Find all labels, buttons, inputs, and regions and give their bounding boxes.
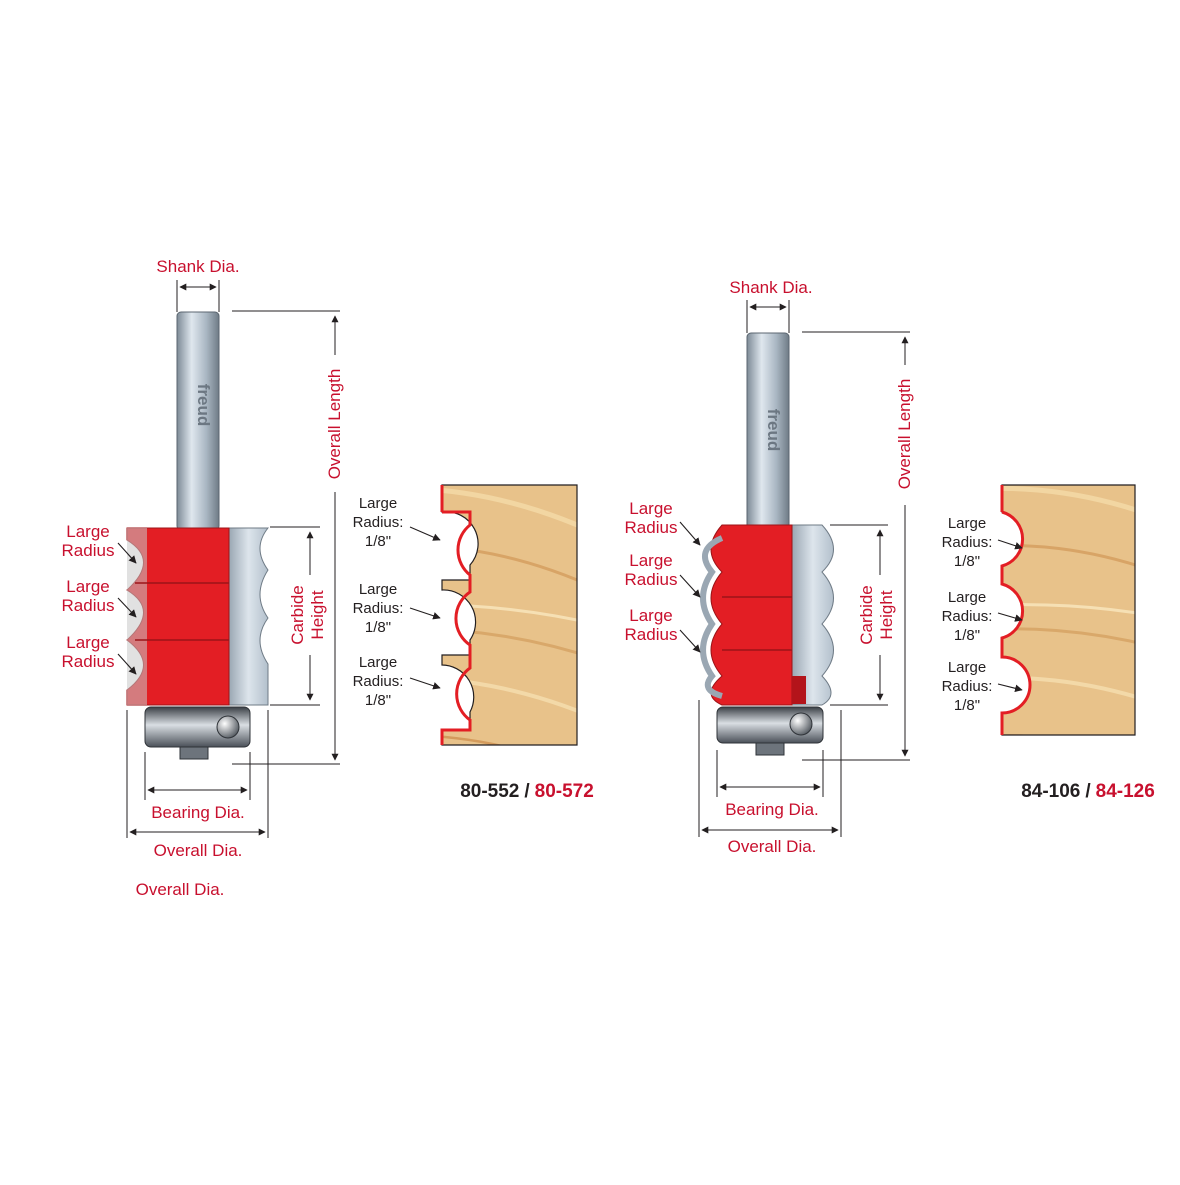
left-overall-dia-label: Overall Dia. <box>154 841 243 860</box>
right-callout-2c: 1/8" <box>954 627 980 644</box>
right-wood-profile <box>1000 484 1136 736</box>
right-router-bit: freud <box>700 332 834 756</box>
left-callout-3a: Large <box>359 654 397 671</box>
right-callout-1b: Radius: <box>942 534 993 551</box>
right-callout-1c: 1/8" <box>954 553 980 570</box>
right-carbide-edge <box>700 535 724 699</box>
right-shank-dia-label: Shank Dia. <box>729 278 812 297</box>
left-part-numbers: 80-552/80-572 <box>460 781 594 802</box>
right-callout-2b: Radius: <box>942 608 993 625</box>
right-part-red: 84-126 <box>1096 781 1155 802</box>
left-callout-3b: Radius: <box>353 673 404 690</box>
left-part-black: 80-552 <box>460 781 519 802</box>
right-profile-callouts: Large Radius: 1/8" Large Radius: 1/8" La… <box>942 515 1023 714</box>
right-radius-label-2a: Large <box>629 551 672 570</box>
left-radius-label-2a: Large <box>66 577 109 596</box>
right-carbide-label-1: Carbide <box>857 585 876 645</box>
right-part-numbers: 84-106/84-126 <box>1021 781 1155 802</box>
left-carbide-label-2: Height <box>308 590 327 639</box>
left-bearing-screw <box>179 746 209 760</box>
right-radius-label-3a: Large <box>629 606 672 625</box>
left-overall-length-label: Overall Length <box>325 369 344 480</box>
right-callout-3c: 1/8" <box>954 697 980 714</box>
right-bearing-dia-label: Bearing Dia. <box>725 800 819 819</box>
right-bearing-screw <box>755 742 785 756</box>
left-wood-profile <box>440 484 578 746</box>
left-part-sep: / <box>524 781 530 802</box>
left-dimensions <box>126 280 340 838</box>
right-freud-logo: freud <box>764 409 783 452</box>
right-callout-3b: Radius: <box>942 678 993 695</box>
left-steel-body <box>228 527 270 706</box>
right-callout-1a: Large <box>948 515 986 532</box>
left-freud-logo: freud <box>194 384 213 427</box>
left-callout-2b: Radius: <box>353 600 404 617</box>
stray-overall-dia-label: Overall Dia. <box>136 880 225 899</box>
right-part-sep: / <box>1085 781 1091 802</box>
right-steel-body <box>791 524 834 706</box>
right-overall-length-label: Overall Length <box>895 379 914 490</box>
left-callout-1a: Large <box>359 495 397 512</box>
right-part-black: 84-106 <box>1021 781 1080 802</box>
left-router-bit: freud <box>126 311 270 760</box>
left-radius-labels: Large Radius Large Radius Large Radius <box>62 522 137 675</box>
right-overall-dia-label: Overall Dia. <box>728 837 817 856</box>
right-radius-label-1b: Radius <box>625 518 678 537</box>
right-radius-labels: Large Radius Large Radius Large Radius <box>625 499 701 653</box>
right-radius-label-1a: Large <box>629 499 672 518</box>
right-callout-3a: Large <box>948 659 986 676</box>
right-carbide <box>710 524 793 706</box>
left-radius-label-3b: Radius <box>62 652 115 671</box>
left-wood-block <box>441 484 578 746</box>
left-radius-label-1b: Radius <box>62 541 115 560</box>
right-carbide-tab <box>792 676 806 704</box>
left-carbide-edge <box>127 528 147 705</box>
left-callout-1c: 1/8" <box>365 533 391 550</box>
left-radius-label-2b: Radius <box>62 596 115 615</box>
left-callout-3c: 1/8" <box>365 692 391 709</box>
right-dimensions <box>698 300 910 837</box>
left-bearing-ball <box>216 715 240 739</box>
left-carbide-label-1: Carbide <box>288 585 307 645</box>
right-callout-2a: Large <box>948 589 986 606</box>
left-callout-2c: 1/8" <box>365 619 391 636</box>
left-radius-label-3a: Large <box>66 633 109 652</box>
left-callout-1b: Radius: <box>353 514 404 531</box>
right-radius-label-3b: Radius <box>625 625 678 644</box>
left-radius-label-1a: Large <box>66 522 109 541</box>
left-bearing-dia-label: Bearing Dia. <box>151 803 245 822</box>
right-bearing-ball <box>789 712 813 736</box>
right-carbide-label-2: Height <box>877 590 896 639</box>
left-shank-dia-label: Shank Dia. <box>156 257 239 276</box>
left-callout-2a: Large <box>359 581 397 598</box>
left-profile-callouts: Large Radius: 1/8" Large Radius: 1/8" La… <box>353 495 441 709</box>
right-radius-label-2b: Radius <box>625 570 678 589</box>
left-part-red: 80-572 <box>535 781 594 802</box>
